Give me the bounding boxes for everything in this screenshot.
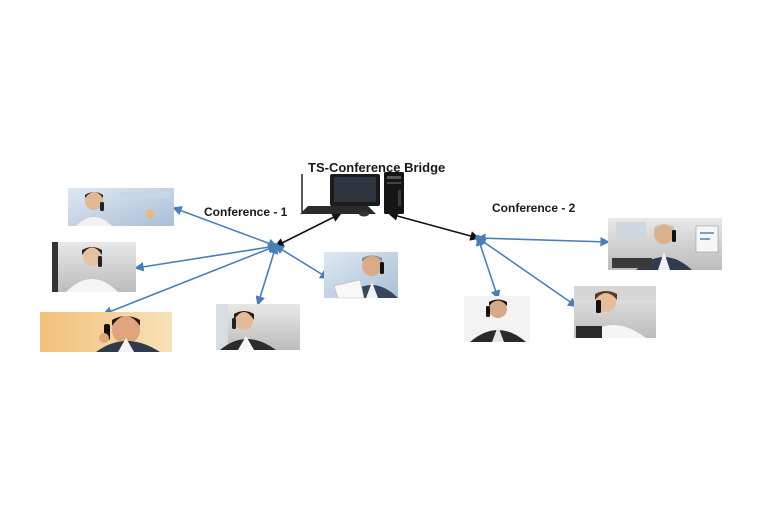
person-on-phone-icon xyxy=(576,291,646,338)
link-conf1-p4 xyxy=(255,244,279,306)
conference-1-hub xyxy=(273,243,279,249)
bridge-title: TS-Conference Bridge xyxy=(308,160,445,175)
conference-2-label: Conference - 2 xyxy=(492,201,576,215)
participant-p2-photo xyxy=(52,242,136,292)
link-conf1-p2 xyxy=(134,242,278,272)
person-on-phone-icon xyxy=(96,316,160,352)
conference-2-hub xyxy=(475,235,481,241)
link-conf1-p5 xyxy=(274,244,330,280)
person-on-phone-icon xyxy=(612,224,692,270)
person-on-phone-icon xyxy=(76,192,155,226)
conference-1-label: Conference - 1 xyxy=(204,205,288,219)
link-conf2-p8 xyxy=(476,236,578,308)
participant-p6-photo xyxy=(608,218,722,270)
participant-p1-photo xyxy=(68,188,174,226)
person-on-phone-icon xyxy=(333,255,398,299)
link-conf2-bridge xyxy=(388,211,480,241)
desktop-computer-icon xyxy=(300,172,404,217)
link-conf1-p1 xyxy=(172,206,278,248)
participant-p4-photo xyxy=(216,304,300,350)
participant-p3-photo xyxy=(40,312,172,352)
link-conf2-p6 xyxy=(476,233,610,247)
link-conf1-p3 xyxy=(102,244,278,316)
connection-lines xyxy=(102,206,610,316)
person-on-phone-icon xyxy=(66,247,118,292)
participant-p8-photo xyxy=(574,286,656,338)
link-conf2-p7 xyxy=(475,236,501,300)
person-on-phone-icon xyxy=(220,311,276,350)
link-conf1-bridge xyxy=(274,213,342,247)
person-on-phone-icon xyxy=(470,299,526,342)
participant-p7-photo xyxy=(464,296,530,342)
participant-p5-photo xyxy=(324,252,398,299)
